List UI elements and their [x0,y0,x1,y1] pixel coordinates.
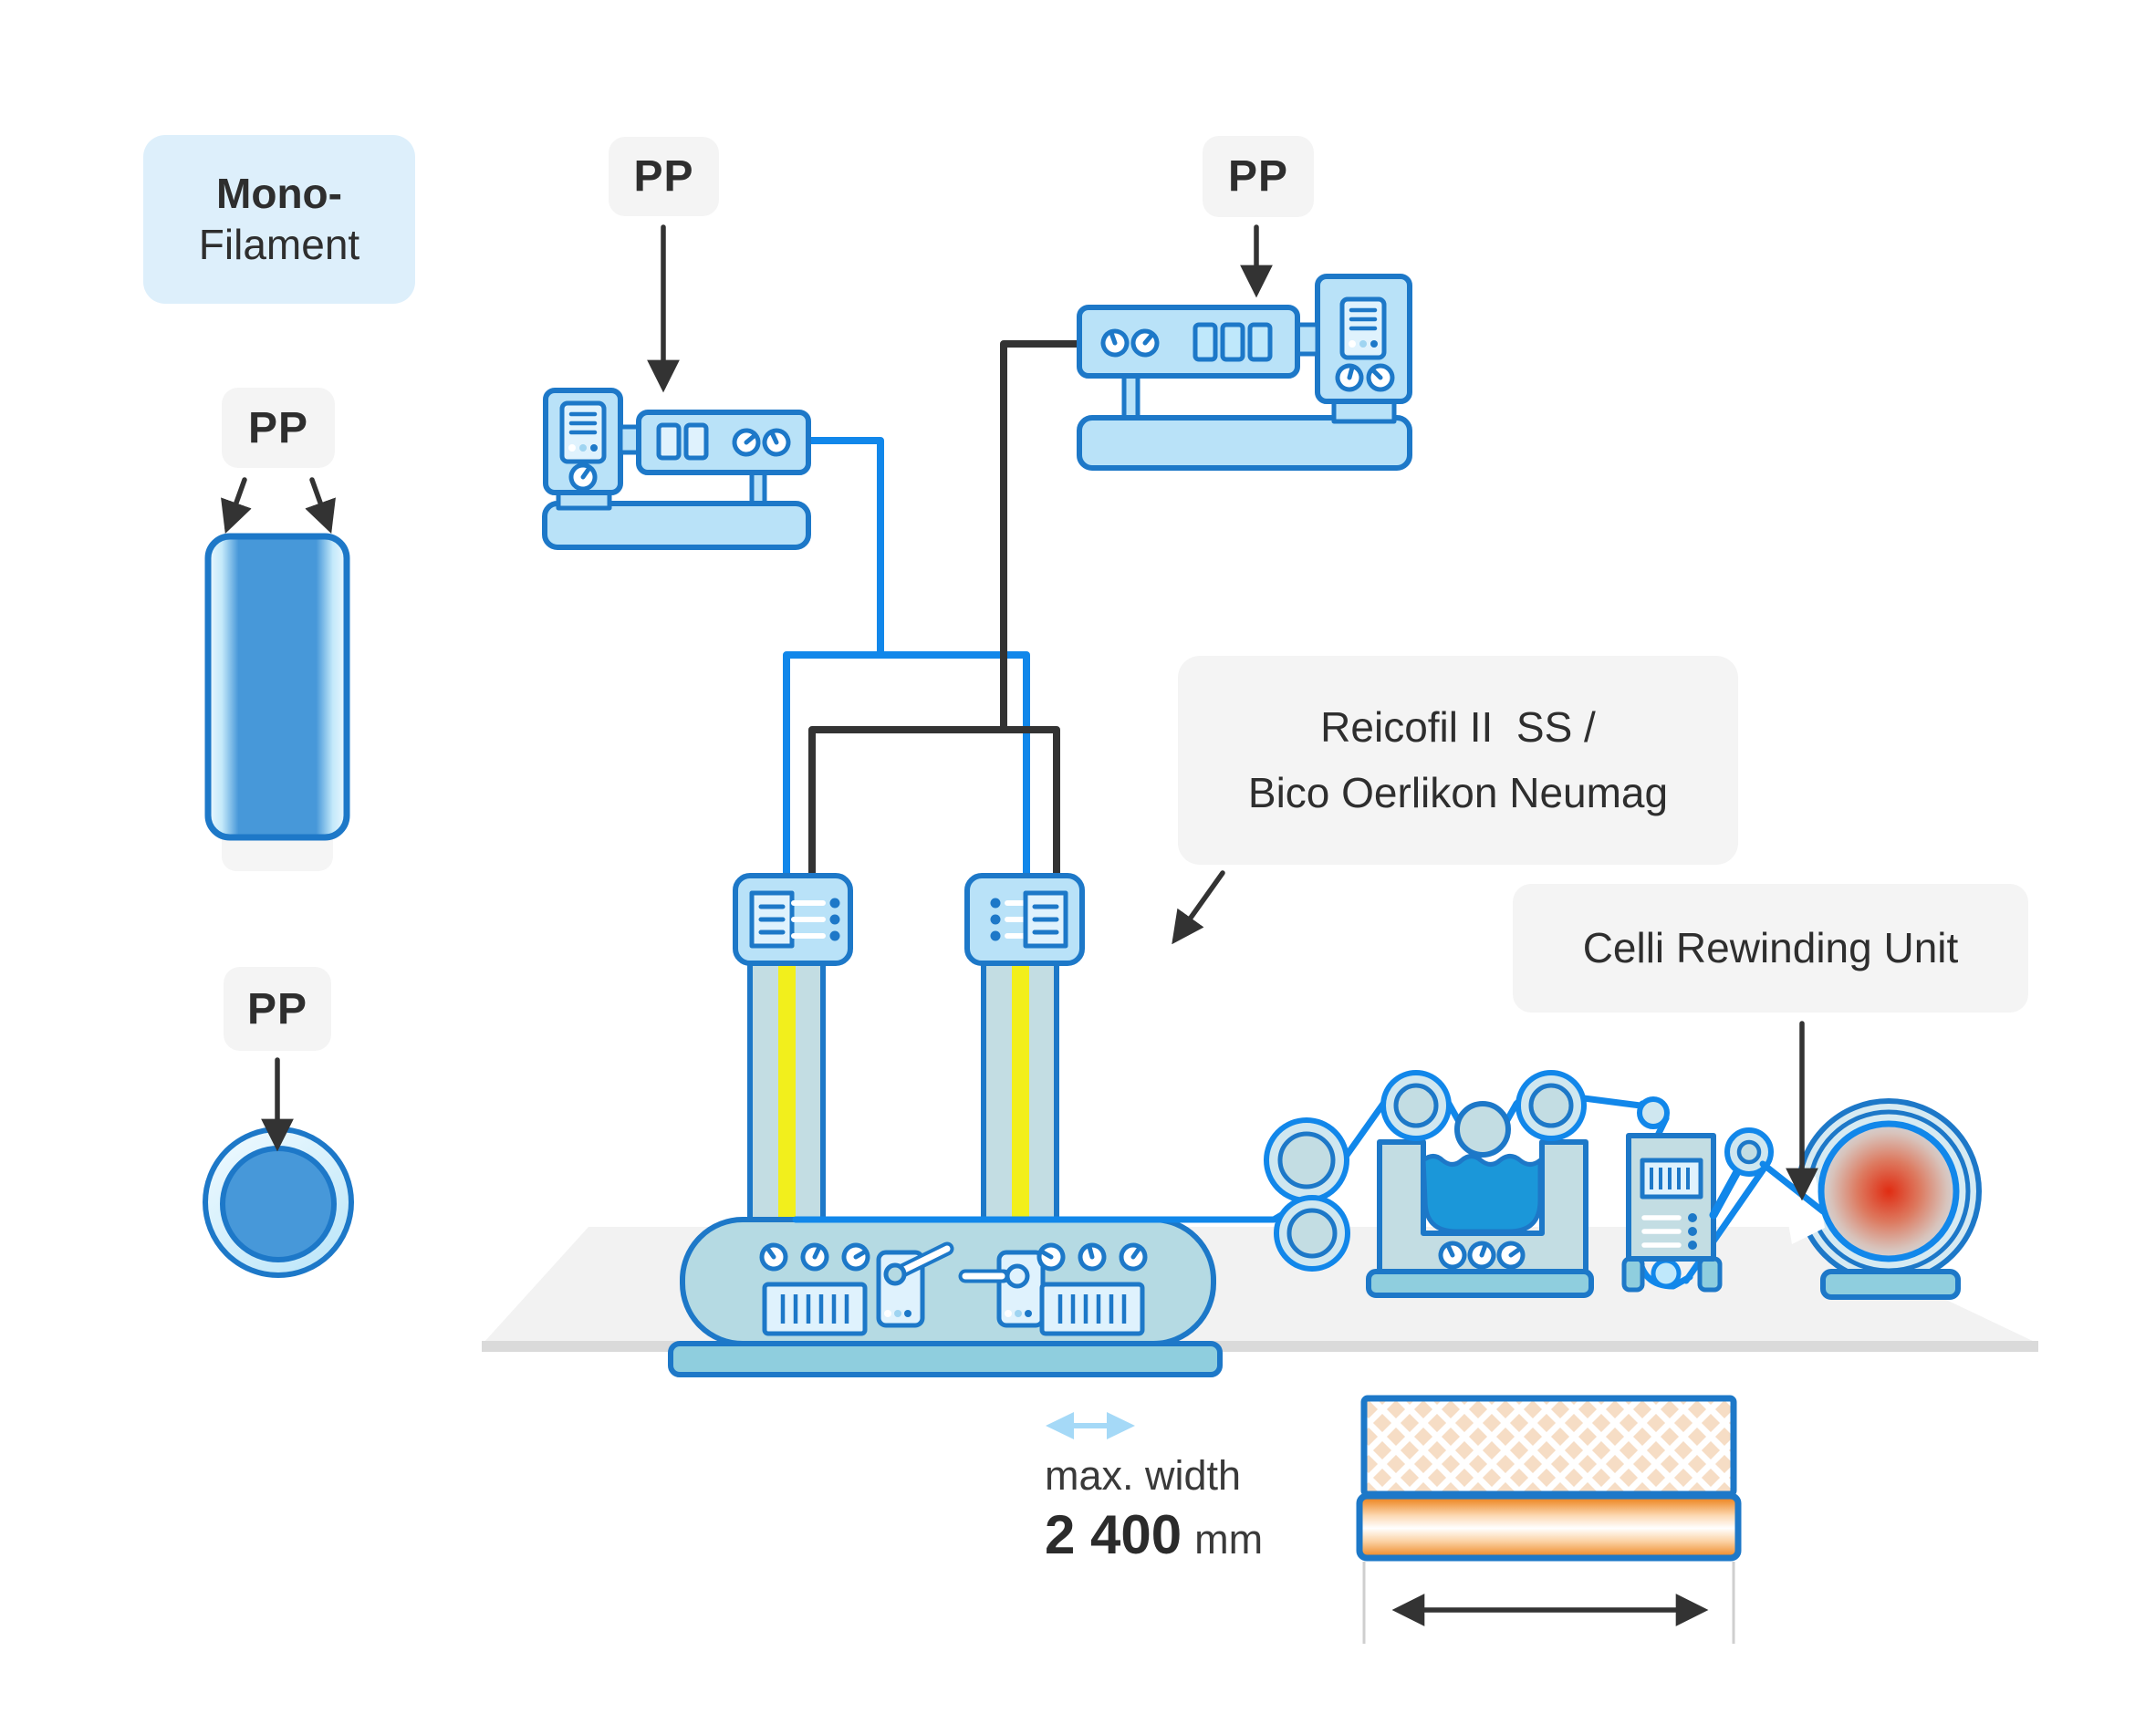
extruder-1-body [636,410,811,475]
pp-label-filament: PP [222,388,335,468]
pp-label-cross-section: PP [224,967,331,1051]
grille-icon [1042,1284,1142,1334]
extruder-2-leg [1121,371,1140,422]
spinning-system-line1: Reicofil II SS / [1320,703,1596,752]
rewinder [1779,1098,1982,1300]
max-width-unit: mm [1194,1516,1264,1563]
document-icon [752,893,792,946]
spinning-system-line2: Bico Oerlikon Neumag [1247,768,1669,816]
max-width-label: max. width 2 400 mm [1045,1452,1355,1566]
rewinding-unit-text: Celli Rewinding Unit [1582,923,1959,971]
pp-text: PP [247,403,309,452]
dip-roller-icon [1454,1101,1511,1158]
calender-rollers [1264,1117,1350,1272]
accumulator-unit [1621,1096,1774,1293]
fabric-swatch [1046,1395,1742,1644]
screen-icon [1342,299,1384,358]
pipe-blue-manifold [783,651,1030,878]
spinning-tower-2 [964,873,1085,1231]
diagonal-arrow-icon [1172,870,1225,945]
max-width-value-row: 2 400 mm [1045,1503,1355,1566]
pp-text: PP [1227,152,1289,201]
filament-cross-section-core [220,1146,337,1262]
list-icon [1641,1213,1697,1250]
fabric-film-layer [1356,1492,1742,1562]
pipe-black-extruder2 [1000,340,1079,730]
dimension-extension-lines [1362,1562,1735,1644]
tower-1-filament-stripe [778,966,796,1225]
forming-machine [668,1217,1223,1377]
pipe-black-manifold [808,726,1060,878]
pp-text: PP [246,984,308,1033]
rewinder-roll-core [1817,1120,1960,1262]
unit-foot [1621,1256,1645,1293]
max-width-caption: max. width [1045,1452,1242,1499]
annotation-arrows [221,224,1818,1201]
down-arrow-icon [305,477,336,535]
unit-foot [1697,1256,1723,1293]
mono-filament-title: Mono- [216,170,342,218]
pp-text: PP [633,152,694,201]
hopper-window-icon [1193,322,1218,362]
spinning-system-label: Reicofil II SS / Bico Oerlikon Neumag [1178,656,1738,865]
guide-rollers [1380,1070,1587,1158]
max-width-value: 2 400 [1045,1504,1182,1565]
pp-label-extruder-2: PP [1203,136,1314,217]
fabric-crosshatch-layer [1360,1395,1737,1498]
screen-icon [562,403,604,462]
hopper-window-icon [1220,322,1245,362]
impregnation-tank [1366,1139,1594,1298]
hopper-window-icon [683,422,709,461]
monofilament-samples [203,533,354,1278]
filament-side-view [204,533,350,841]
tower-2-filament-stripe [1012,966,1029,1225]
extruder-2-arm [1295,322,1320,357]
pulley-icon [1637,1096,1670,1129]
extruder-1-base [542,501,811,550]
hopper-window-icon [656,422,682,461]
extruder-2-base [1077,415,1412,471]
roller-icon [1651,1258,1682,1289]
tank-liquid [1421,1154,1543,1234]
spinning-tower-1 [733,873,853,1231]
melt-pipes [783,340,1079,878]
grille-icon [765,1284,865,1334]
down-arrow-icon [221,477,252,535]
rewinding-unit-label: Celli Rewinding Unit [1513,884,2028,1013]
hopper-window-icon [1247,322,1273,362]
double-arrow-horizontal-icon [1046,1412,1135,1439]
mono-filament-label: Mono- Filament [143,135,415,304]
tank-walls [1377,1139,1588,1274]
tank-plate [1366,1269,1594,1298]
extruder-1 [542,388,811,550]
forming-machine-plate [668,1341,1223,1377]
extruder-2 [1077,274,1412,471]
list-icon [794,898,840,941]
rewinder-stand [1820,1269,1961,1300]
document-icon [1026,893,1066,946]
pp-label-extruder-1: PP [609,137,719,216]
grille-icon [1640,1158,1703,1200]
mono-filament-subtitle: Filament [198,220,360,268]
switch-lever-icon [876,1241,954,1328]
pipe-blue-extruder1 [808,437,884,655]
